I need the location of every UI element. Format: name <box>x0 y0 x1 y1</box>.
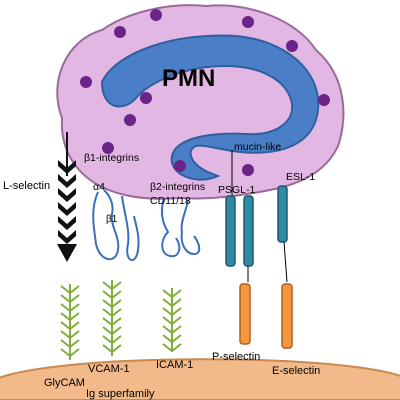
l-selectin-chevron <box>58 174 76 188</box>
p-selectin-label: P-selectin <box>212 351 260 363</box>
e-selectin-connector <box>283 241 288 283</box>
ligand-branch <box>60 285 80 295</box>
ligand-branch <box>162 343 182 353</box>
psgl1-label: PSGL-1 <box>218 184 256 196</box>
granule <box>80 76 92 88</box>
endothelial-ligands <box>60 280 182 360</box>
ligand-branch <box>60 330 80 340</box>
vcam1-ligand <box>102 280 122 356</box>
beta2-integrin <box>160 197 201 258</box>
ligand-branch <box>162 289 182 299</box>
vcam1-label: VCAM-1 <box>88 363 130 375</box>
endothelial-cell-body <box>0 358 400 400</box>
granule <box>124 114 136 126</box>
psgl1-rod <box>225 195 236 267</box>
l-selectin-chevron <box>58 202 76 216</box>
ligand-branch <box>102 344 122 354</box>
beta1-label: β1 <box>106 214 118 225</box>
endothelial-selectins <box>239 241 293 349</box>
ligand-branch <box>162 316 182 326</box>
l-selectin-chevron <box>58 160 76 174</box>
cd18-chain <box>180 199 201 256</box>
beta2-integrins-label: β2-integrins <box>150 181 205 193</box>
granule <box>286 40 298 52</box>
glycam-label: GlyCAM <box>44 377 85 389</box>
granule <box>102 142 114 154</box>
l-selectin-label: L-selectin <box>3 180 50 192</box>
ligand-branch <box>162 325 182 335</box>
cd11-chain <box>160 197 181 258</box>
pmn-nucleus <box>100 34 320 181</box>
ligand-branch <box>102 290 122 300</box>
cd11-18-label: CD11/18 <box>150 195 191 207</box>
l-selectin-chevron <box>58 230 76 244</box>
ligand-branch <box>60 294 80 304</box>
ligand-branch <box>60 339 80 349</box>
icam1-ligand <box>162 288 182 353</box>
ligand-branch <box>102 308 122 318</box>
alpha4-chain <box>92 189 120 260</box>
ligand-branch <box>162 298 182 308</box>
ligand-branch <box>102 299 122 309</box>
l-selectin-arrowhead <box>57 244 77 262</box>
e-selectin-label: E-selectin <box>272 365 320 377</box>
granule <box>140 92 152 104</box>
e-selectin-rod <box>281 283 293 349</box>
l-selectin-arrow <box>57 132 77 262</box>
ligand-branch <box>60 348 80 358</box>
l-selectin-chevron <box>58 188 76 202</box>
ig-superfamily-label: Ig superfamily <box>86 388 155 400</box>
beta1-integrins-label: β1-integrins <box>84 152 139 164</box>
granule <box>242 16 254 28</box>
granule <box>242 164 254 176</box>
ligand-branch <box>102 317 122 327</box>
l-selectin-chevron <box>58 216 76 230</box>
endothelial-cell <box>0 358 400 400</box>
p-selectin-rod <box>239 283 251 345</box>
psgl1-rod <box>243 195 254 267</box>
ligand-branch <box>60 303 80 313</box>
granule <box>150 9 162 21</box>
ligand-branch <box>60 312 80 322</box>
esl1-label: ESL-1 <box>286 171 315 183</box>
beta1-chain <box>121 195 140 261</box>
glycam-ligand <box>60 284 80 360</box>
esl1-rod <box>277 185 288 243</box>
ligand-branch <box>102 335 122 345</box>
l-selectin-chevrons <box>57 160 77 262</box>
beta1-integrin <box>92 189 140 261</box>
pmn-cell: PMN <box>56 4 345 200</box>
alpha4-label: α4 <box>93 181 105 193</box>
mucin-like-ligands <box>225 150 288 267</box>
ligand-branch <box>60 321 80 331</box>
icam1-label: ICAM-1 <box>156 359 193 371</box>
granule <box>114 26 126 38</box>
pmn-granules <box>80 9 330 176</box>
ligand-branch <box>162 334 182 344</box>
pmn-label: PMN <box>162 65 215 92</box>
mucin-like-label: mucin-like <box>234 141 281 153</box>
ligand-branch <box>162 307 182 317</box>
ligand-branch <box>102 281 122 291</box>
ligand-branch <box>102 326 122 336</box>
granule <box>318 94 330 106</box>
granule <box>174 160 186 172</box>
